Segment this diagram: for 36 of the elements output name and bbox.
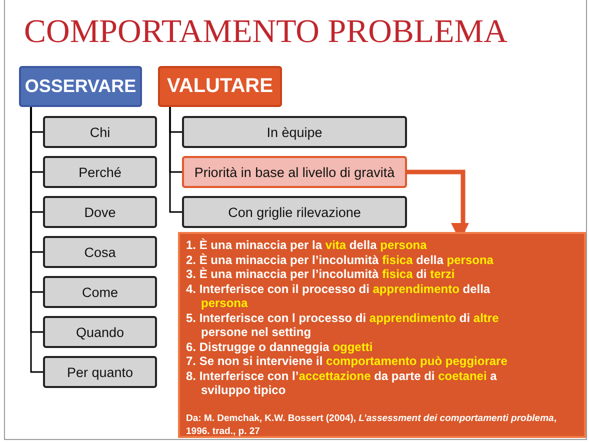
item-box — [182, 196, 407, 228]
list-item: 1. È una minaccia per la vita della persona — [186, 238, 428, 252]
box-label: VALUTARE — [167, 75, 273, 98]
item-box — [43, 316, 157, 348]
box-label: Per quanto — [66, 364, 134, 380]
highlighted-box — [182, 156, 407, 188]
item-box — [43, 236, 157, 268]
list-item: 8. Interferisce con l’accettazione da parte di coetanei a sviluppo tipico — [186, 368, 498, 398]
box-label: Perché — [78, 164, 122, 180]
list-item: 7. Se non si interviene il comportamento può peggiorare — [186, 354, 508, 368]
box-label: In èquipe — [266, 124, 322, 140]
item-box — [43, 356, 157, 388]
item-box — [43, 196, 157, 228]
header-box — [19, 66, 142, 107]
item-box — [43, 156, 157, 188]
list-item: 6. Distrugge o danneggia oggetti — [186, 340, 374, 354]
box-label: Quando — [76, 324, 124, 340]
list-item: 5. Interferisce con l processo di apprendimento di altre persone nel setting — [186, 310, 500, 340]
box-label: Dove — [84, 204, 116, 220]
list-panel — [178, 232, 586, 438]
title: COMPORTAMENTO PROBLEMA — [24, 14, 508, 51]
citation: Da: M. Demchak, K.W. Bossert (2004), L’assessment dei comportamenti problema, 1996. trad., p. 27 — [186, 412, 558, 438]
item-box — [43, 116, 157, 148]
connector-line — [169, 107, 182, 213]
box-label: Priorità in base al livello di gravità — [194, 164, 395, 180]
box-label: Cosa — [84, 244, 116, 260]
box-label: Come — [82, 284, 118, 300]
box-label: OSSERVARE — [24, 76, 136, 97]
list-item: 2. È una minaccia per l’incolumità fisica della persona — [186, 252, 494, 267]
item-box — [182, 116, 407, 148]
list-item: 3. È una minaccia per l’incolumità fisica di terzi — [186, 267, 456, 282]
header-box — [158, 66, 282, 107]
box-label: Chi — [90, 124, 110, 140]
connector-line — [30, 107, 43, 373]
item-box — [43, 276, 157, 308]
box-label: Con griglie rilevazione — [228, 204, 361, 220]
